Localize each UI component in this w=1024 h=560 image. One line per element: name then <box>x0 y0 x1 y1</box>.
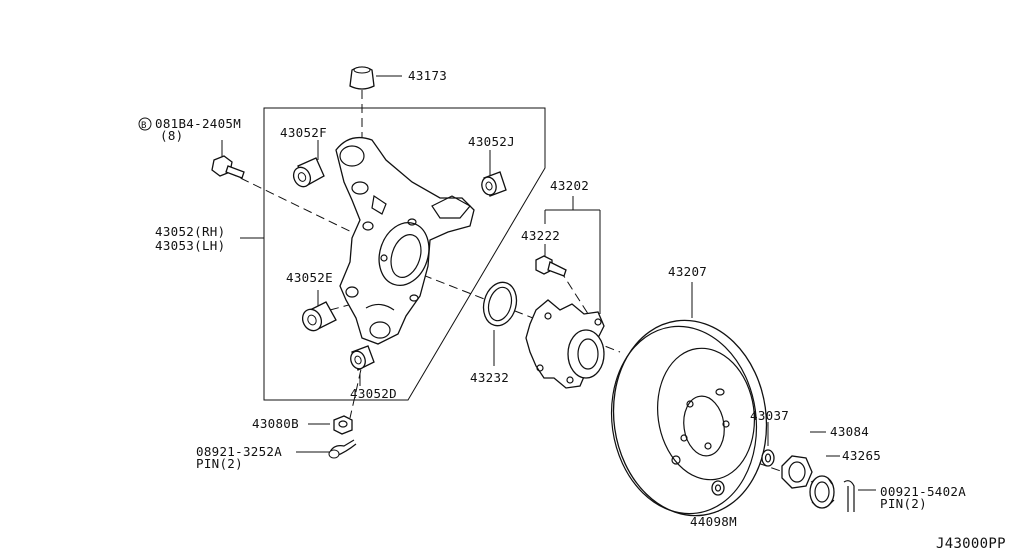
label-44098m: 44098M <box>690 514 737 529</box>
hub-nut-43084 <box>781 455 813 489</box>
label-pin2-qty: PIN(2) <box>880 496 927 511</box>
bushing-43052j <box>481 171 507 197</box>
knuckle-43052-43053 <box>335 136 475 345</box>
bolt-081b4-2405m <box>211 155 245 179</box>
label-43207: 43207 <box>668 264 707 279</box>
bushing-43052f <box>292 157 325 188</box>
cotter-pin-08921-3252a <box>328 439 357 459</box>
part-44098m <box>711 480 725 496</box>
label-00921-5402a: 00921-5402A <box>880 484 966 499</box>
bushing-cap-43173 <box>349 66 375 90</box>
label-bolt-qty: (8) <box>160 128 183 143</box>
cotter-pin-00921-5402a <box>843 480 855 512</box>
label-43202: 43202 <box>550 178 589 193</box>
label-081b4-2405m: 081B4-2405M <box>155 116 241 131</box>
label-43265: 43265 <box>842 448 881 463</box>
seal-ring-43232 <box>482 281 518 327</box>
label-43052-rh: 43052(RH) <box>155 224 225 239</box>
label-43052d: 43052D <box>350 386 397 401</box>
leader-lines <box>221 75 876 512</box>
bolt-badge-letter: B <box>141 121 147 131</box>
label-43222: 43222 <box>521 228 560 243</box>
label-08921-3252a: 08921-3252A <box>196 444 282 459</box>
label-43084: 43084 <box>830 424 869 439</box>
hub-bolt-43222 <box>535 255 567 277</box>
label-43053-lh: 43053(LH) <box>155 238 225 253</box>
washer-43037 <box>761 449 775 467</box>
bushing-43052d <box>350 345 375 371</box>
bushing-43052e <box>301 301 337 332</box>
nut-43080b <box>333 415 353 435</box>
label-43080b: 43080B <box>252 416 299 431</box>
label-pin1-qty: PIN(2) <box>196 456 243 471</box>
label-43037: 43037 <box>750 408 789 423</box>
disc-rotor-43207 <box>610 319 768 517</box>
hub-assembly-43202 <box>525 299 605 389</box>
page-code: J43000PP <box>936 536 1006 552</box>
label-43052j: 43052J <box>468 134 515 149</box>
knuckle-group-frame <box>263 107 546 401</box>
bolt-badge: B <box>138 117 152 131</box>
label-43052e: 43052E <box>286 270 333 285</box>
label-43232: 43232 <box>470 370 509 385</box>
label-43173: 43173 <box>408 68 447 83</box>
label-43052f: 43052F <box>280 125 327 140</box>
cap-43265 <box>809 475 835 509</box>
